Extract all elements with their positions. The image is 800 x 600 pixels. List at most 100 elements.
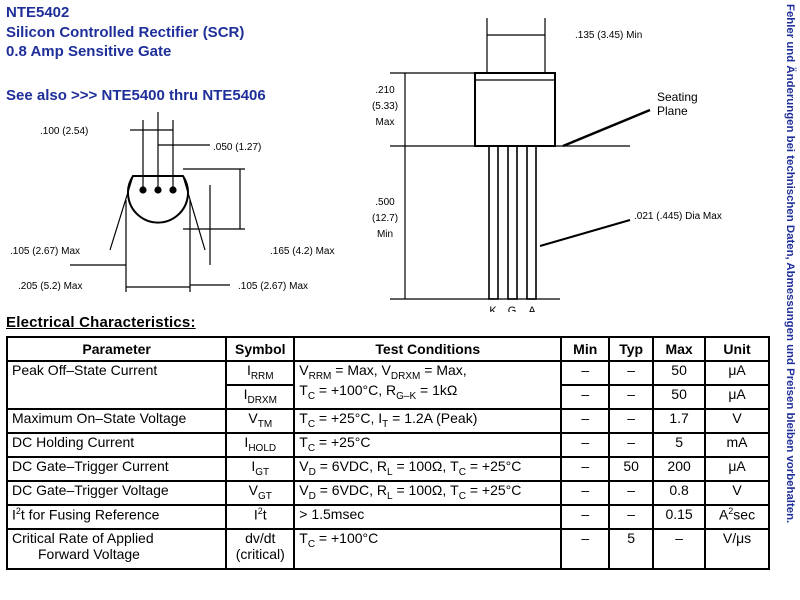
max-cell: 200	[652, 456, 707, 482]
typ-cell: –	[608, 480, 655, 506]
unit-cell: A2sec	[704, 504, 770, 530]
min-cell: –	[560, 384, 611, 410]
dim-body-height-1: .210	[375, 85, 395, 96]
typ-cell: 50	[608, 456, 655, 482]
typ-cell: –	[608, 432, 655, 458]
package-drawing: .100 (2.54) .050 (1.27) .105 (2.67) Max …	[10, 18, 722, 312]
condition-cell: TC = +25°C, IT = 1.2A (Peak)	[293, 408, 563, 434]
max-cell: 5	[652, 432, 707, 458]
unit-cell: V/μs	[704, 528, 770, 570]
dim-lead-spacing: .050 (1.27)	[213, 142, 261, 153]
max-cell: 50	[652, 384, 707, 410]
dim-pitch: .100 (2.54)	[40, 126, 88, 137]
max-cell: 50	[652, 360, 707, 386]
lead-a	[526, 145, 537, 300]
max-cell: 0.8	[652, 480, 707, 506]
typ-cell: –	[608, 360, 655, 386]
table-row: Critical Rate of Applied Forward Voltage…	[5, 528, 770, 570]
unit-cell: V	[704, 480, 770, 506]
col-typ: Typ	[608, 336, 655, 362]
electrical-characteristics-table: Parameter Symbol Test Conditions Min Typ…	[5, 336, 770, 570]
dim-flat-center: .105 (2.67) Max	[238, 281, 308, 292]
dim-side-width: .135 (3.45) Min	[575, 30, 642, 41]
pin-label-a: A	[528, 305, 536, 312]
symbol-cell: IRRM	[225, 360, 296, 386]
table-row: DC Gate–Trigger Current IGT VD = 6VDC, R…	[5, 456, 770, 482]
symbol-cell: VGT	[225, 480, 296, 506]
table-row: IDRXM – – 50 μA	[7, 384, 770, 410]
pin-label-k: K	[489, 305, 497, 312]
dim-lead-length-3: Min	[377, 229, 393, 240]
dim-body-width: .205 (5.2) Max	[18, 281, 82, 292]
max-cell: 0.15	[652, 504, 707, 530]
dim-lead-length-1: .500	[375, 197, 395, 208]
side-disclaimer: Fehler und Änderungen bei technischen Da…	[784, 4, 796, 524]
unit-cell: μA	[704, 384, 770, 410]
seating-plane-2: Plane	[657, 104, 688, 118]
symbol-cell: IGT	[225, 456, 296, 482]
table-row: Peak Off–State Current IRRM VRRM = Max, …	[5, 360, 770, 410]
param-cell: Maximum On–State Voltage	[5, 408, 228, 434]
col-min: Min	[560, 336, 611, 362]
table-row: I2t for Fusing Reference I2t > 1.5msec –…	[5, 504, 770, 530]
part-number: NTE5402	[6, 4, 70, 21]
condition-cell: TC = +25°C	[293, 432, 563, 458]
condition-cell: TC = +100°C	[293, 528, 563, 570]
min-cell: –	[560, 456, 611, 482]
dim-lead-length-2: (12.7)	[372, 213, 398, 224]
dim-height: .165 (4.2) Max	[270, 246, 334, 257]
symbol-cell: I2t	[225, 504, 296, 530]
min-cell: –	[560, 528, 611, 570]
min-cell: –	[560, 432, 611, 458]
condition-cell: VRRM = Max, VDRXM = Max, TC = +100°C, RG…	[293, 360, 563, 410]
param-cell: I2t for Fusing Reference	[5, 504, 228, 530]
seating-plane-1: Seating	[657, 90, 698, 104]
typ-cell: –	[608, 504, 655, 530]
min-cell: –	[560, 360, 611, 386]
symbol-cell: VTM	[225, 408, 296, 434]
table-row: Maximum On–State Voltage VTM TC = +25°C,…	[5, 408, 770, 434]
unit-cell: V	[704, 408, 770, 434]
unit-cell: μA	[704, 360, 770, 386]
min-cell: –	[560, 408, 611, 434]
min-cell: –	[560, 504, 611, 530]
symbol-cell: dv/dt (critical)	[225, 528, 296, 570]
condition-cell: VD = 6VDC, RL = 100Ω, TC = +25°C	[293, 456, 563, 482]
to92-bottom-outline	[127, 175, 189, 224]
max-cell: 1.7	[652, 408, 707, 434]
col-test-conditions: Test Conditions	[293, 336, 563, 362]
lead-k	[488, 145, 499, 300]
param-cell: DC Holding Current	[5, 432, 228, 458]
typ-cell: 5	[608, 528, 655, 570]
col-symbol: Symbol	[225, 336, 296, 362]
part-description: Silicon Controlled Rectifier (SCR)	[6, 24, 245, 41]
param-cell: Peak Off–State Current	[5, 360, 228, 410]
param-cell: Critical Rate of Applied Forward Voltage	[5, 528, 228, 570]
to92-body	[474, 72, 556, 147]
lead-g	[507, 145, 518, 300]
typ-cell: –	[608, 384, 655, 410]
table-header-row: Parameter Symbol Test Conditions Min Typ…	[5, 336, 770, 362]
col-parameter: Parameter	[5, 336, 228, 362]
dim-lead-dia: .021 (.445) Dia Max	[634, 211, 722, 222]
dim-flat-width: .105 (2.67) Max	[10, 246, 80, 257]
section-title: Electrical Characteristics:	[6, 314, 196, 331]
min-cell: –	[560, 480, 611, 506]
table-row: DC Gate–Trigger Voltage VGT VD = 6VDC, R…	[5, 480, 770, 506]
max-cell: –	[652, 528, 707, 570]
param-cell: DC Gate–Trigger Current	[5, 456, 228, 482]
part-rating: 0.8 Amp Sensitive Gate	[6, 43, 172, 60]
see-also-link[interactable]: See also >>> NTE5400 thru NTE5406	[6, 87, 266, 104]
col-max: Max	[652, 336, 707, 362]
param-cell: DC Gate–Trigger Voltage	[5, 480, 228, 506]
symbol-cell: IHOLD	[225, 432, 296, 458]
unit-cell: mA	[704, 432, 770, 458]
typ-cell: –	[608, 408, 655, 434]
pin-label-g: G	[508, 305, 517, 312]
table-row: DC Holding Current IHOLD TC = +25°C – – …	[5, 432, 770, 458]
symbol-cell: IDRXM	[225, 384, 296, 410]
condition-cell: > 1.5msec	[293, 504, 563, 530]
dim-body-height-3: Max	[376, 117, 395, 128]
condition-cell: VD = 6VDC, RL = 100Ω, TC = +25°C	[293, 480, 563, 506]
col-unit: Unit	[704, 336, 770, 362]
